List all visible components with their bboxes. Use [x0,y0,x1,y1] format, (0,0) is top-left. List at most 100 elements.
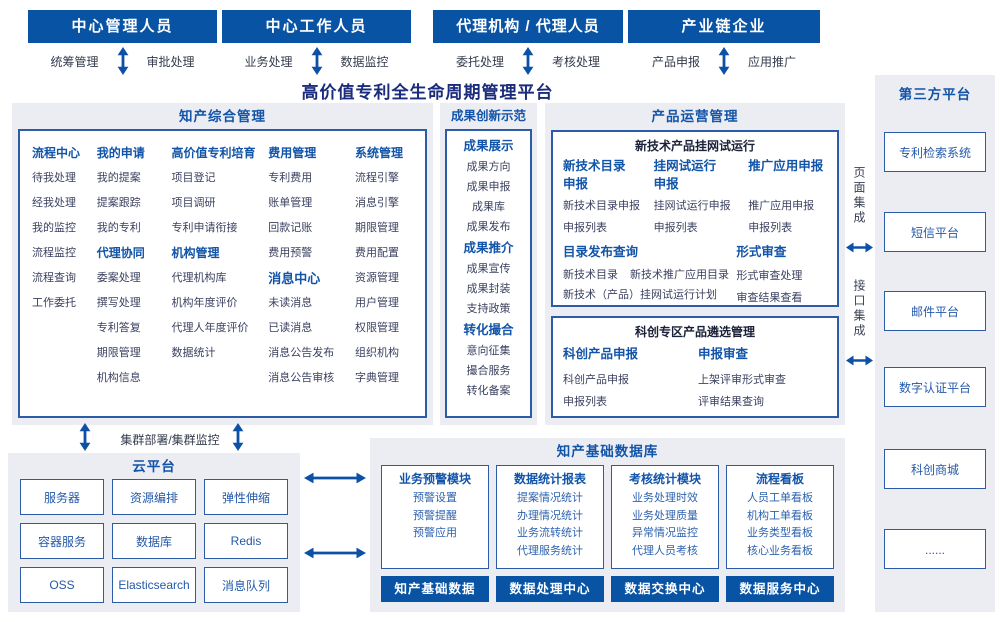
cloud-service-box: 资源编排 [112,479,196,515]
menu-item: 经我处理 [32,197,76,209]
menu-item: 挂网试运行申报 [653,200,731,212]
role-function-right: 数据监控 [340,54,389,69]
section-header: 成果推介 [463,241,514,255]
role-function-left: 业务处理 [244,54,293,69]
selection-col-declare: 科创产品申报 科创产品申报申报列表 [563,345,698,413]
menu-item: 成果宣传 [466,263,511,275]
menu-item: 上架评审形式审查 [697,374,786,386]
db-footer-button: 数据交换中心 [611,576,719,602]
vertical-double-arrow-icon [231,423,245,451]
api-integration-label: 接口集成 [852,279,866,339]
role-function-right: 应用推广 [748,54,797,69]
menu-item: 流程查询 [32,272,76,284]
third-party-box: 数字认证平台 [884,367,986,407]
section-items: 专利费用账单管理回款记账费用预警 [268,166,348,266]
section-header: 机构管理 [171,246,220,260]
panel-title: 成果创新示范 [450,109,526,123]
section-items: 预警设置预警提醒预警应用 [384,490,486,543]
db-module-warning: 业务预警模块 预警设置预警提醒预警应用 知产基础数据 [381,465,489,602]
trial-col-catalog-declare: 新技术目录 申报 新技术目录申报申报列表 [563,157,654,239]
sub-box-title: 新技术产品挂网试运行 [634,139,755,153]
role-group-center-managers: 中心管理人员 统筹管理 审批处理 [28,10,217,76]
menu-item: 新技术目录 [563,269,618,281]
panel-title: 知产基础数据库 [556,444,659,459]
menu-item: 成果方向 [466,161,511,173]
role-title: 中心管理人员 [28,10,217,43]
db-module-box: 考核统计模块 业务处理时效业务处理质量异常情况监控代理人员考核 [611,465,719,569]
menu-item: 业务流转统计 [517,527,583,539]
third-party-box: 短信平台 [884,212,986,252]
menu-item: 数据统计 [171,347,216,359]
db-modules: 业务预警模块 预警设置预警提醒预警应用 知产基础数据 数据统计报表 提案情况统计… [381,465,834,602]
menu-item: 评审结果查询 [697,396,764,408]
menu-item: 项目登记 [171,172,216,184]
menu-item: 流程监控 [32,247,76,259]
menu-item: 预警提醒 [413,509,457,522]
menu-item: 预警应用 [413,527,457,539]
cloud-service-box: 数据库 [112,523,196,559]
db-footer-button: 数据处理中心 [496,576,604,602]
menu-item: 申报列表 [748,222,793,234]
section-header: 系统管理 [355,146,404,160]
menu-item: 流程引擎 [355,172,399,184]
role-function-right: 考核处理 [552,54,601,69]
cloud-service-box: 弹性伸缩 [204,479,288,515]
selection-col-review: 申报审查 上架评审形式审查评审结果查询 [698,345,827,413]
section-header: 申报审查 [697,347,748,361]
horizontal-double-arrow-icon [304,471,366,485]
trial-col-promotion: 推广应用申报 推广应用申报申报列表 [748,157,827,239]
vertical-double-arrow-icon [116,47,130,75]
menu-item: 机构信息 [96,372,141,384]
role-title: 产业链企业 [628,10,820,43]
menu-item: 消息引擎 [355,197,399,209]
menu-item: 专利答复 [96,322,141,334]
menu-item: 未读消息 [268,297,313,309]
menu-item: 代理服务统计 [517,544,583,557]
menu-item: 业务处理时效 [632,492,698,504]
section-header: 高价值专利培育 [171,146,256,160]
menu-item: 成果发布 [466,221,511,233]
section-header: 转化撮合 [463,323,514,337]
formal-review: 形式审查 形式审查处理审查结果查看 [736,243,827,309]
menu-item: 成果申报 [466,181,511,193]
ip-management-box: 流程中心 待我处理经我处理我的监控流程监控流程查询工作委托 我的申请 我的提案提… [18,129,427,418]
db-module-box: 业务预警模块 预警设置预警提醒预警应用 [381,465,489,569]
column-system-management: 系统管理 流程引擎消息引擎期限管理费用配置资源管理用户管理权限管理组织机构字典管… [355,141,413,406]
section-items: 项目登记项目调研专利申请衔接 [172,166,262,241]
menu-item: 专利申请衔接 [171,222,238,234]
section-header: 新技术目录 申报 [563,159,626,191]
section-items: 未读消息已读消息消息公告发布消息公告审核 [268,291,348,391]
cloud-service-box: 消息队列 [204,567,288,603]
vertical-double-arrow-icon [78,423,92,451]
role-group-industry-enterprises: 产业链企业 产品申报 应用推广 [628,10,820,76]
section-items: 新技术目录申报申报列表 [563,195,654,239]
cloud-service-box: Redis [204,523,288,559]
role-function-left: 委托处理 [455,54,504,69]
db-module-statistics: 数据统计报表 提案情况统计办理情况统计业务流转统计代理服务统计 数据处理中心 [496,465,604,602]
menu-item: 形式审查处理 [736,270,803,282]
menu-item: 费用预警 [268,247,313,259]
menu-item: 消息公告发布 [268,347,335,359]
role-function-left: 统筹管理 [50,54,99,69]
menu-item: 业务类型看板 [747,527,813,539]
section-items: 科创产品申报申报列表 [563,369,698,413]
third-party-box: 专利检索系统 [884,132,986,172]
section-items: 新技术目录新技术推广应用目录新技术（产品）挂网试运行计划 [563,265,736,305]
section-items: 待我处理经我处理我的监控流程监控流程查询工作委托 [32,166,90,316]
section-header: 费用管理 [268,146,317,160]
panel-ip-database: 知产基础数据库 业务预警模块 预警设置预警提醒预警应用 知产基础数据 数据统计报… [370,438,845,612]
menu-item: 组织机构 [355,347,399,359]
menu-item: 代理人员考核 [632,544,698,557]
column-process-center: 流程中心 待我处理经我处理我的监控流程监控流程查询工作委托 [32,141,90,406]
cluster-deploy-monitor-label: 集群部署/集群监控 [120,433,220,447]
menu-item: 回款记账 [268,222,313,234]
horizontal-double-arrow-icon [846,354,873,367]
menu-item: 我的专利 [96,222,141,234]
menu-item: 业务处理质量 [632,509,698,522]
menu-item: 科创产品申报 [563,374,629,386]
sci-tech-selection-box: 科创专区产品遴选管理 科创产品申报 科创产品申报申报列表 申报审查 上架评审形式… [551,316,839,418]
menu-item: 支持政策 [466,303,511,315]
